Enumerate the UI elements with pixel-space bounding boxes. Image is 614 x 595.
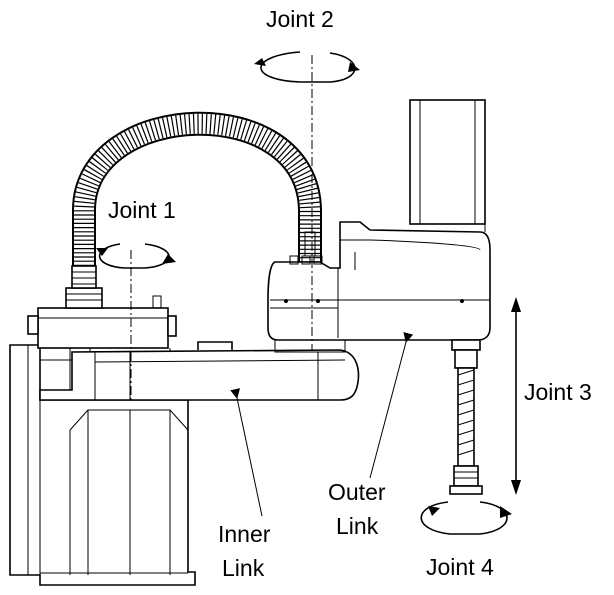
inner-link-label-line2: Link xyxy=(222,555,265,581)
inner-link-label-line1: Inner xyxy=(218,521,271,547)
joint3-motor xyxy=(409,99,486,232)
joint2-rotation-arrow xyxy=(254,51,360,83)
joint4-label: Joint 4 xyxy=(426,554,494,580)
inner-link-leader xyxy=(230,388,263,517)
joint1-rotation-arrow xyxy=(96,243,176,269)
inner-link xyxy=(39,341,360,401)
joint2-label: Joint 2 xyxy=(266,6,334,32)
cable-duct xyxy=(72,111,322,266)
joint4-rotation-arrow xyxy=(420,501,512,535)
outer-link-label-line2: Link xyxy=(336,513,379,539)
joint1-label: Joint 1 xyxy=(108,197,176,223)
outer-link-leader xyxy=(369,332,414,479)
joint1-housing xyxy=(27,265,177,361)
ball-screw-shaft xyxy=(449,339,483,495)
joint3-travel-arrow xyxy=(511,297,521,495)
joint3-label: Joint 3 xyxy=(524,379,592,405)
outer-link xyxy=(267,221,491,353)
outer-link-label-line1: Outer xyxy=(328,479,386,505)
